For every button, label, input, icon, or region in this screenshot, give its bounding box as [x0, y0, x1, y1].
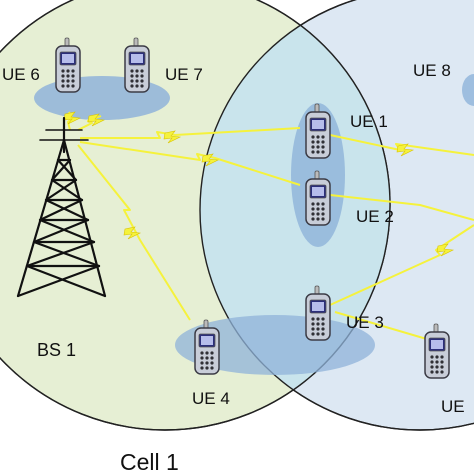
ue7-phone-icon	[124, 37, 150, 93]
ue8-label: UE 8	[413, 61, 451, 80]
ue4-label: UE 4	[192, 389, 230, 408]
base-station-label: BS 1	[37, 340, 76, 360]
ue3-label: UE 3	[346, 313, 384, 332]
base-station-tower	[16, 116, 107, 298]
ue7-label: UE 7	[165, 65, 203, 84]
cell-label: Cell 1	[120, 449, 179, 474]
ue-partial-phone-icon	[424, 323, 450, 379]
ue1-phone-icon	[305, 103, 331, 159]
ue3-phone-icon	[305, 285, 331, 341]
ue6-phone-icon	[55, 37, 81, 93]
ue6-label: UE 6	[2, 65, 40, 84]
ue4-phone-icon	[194, 319, 220, 375]
ue2-phone-icon	[305, 170, 331, 226]
ue-group-8-ellipse	[462, 74, 474, 106]
ue1-label: UE 1	[350, 112, 388, 131]
ue-partial-label: UE	[441, 397, 465, 416]
ue2-label: UE 2	[356, 207, 394, 226]
wireless-links	[67, 111, 474, 341]
